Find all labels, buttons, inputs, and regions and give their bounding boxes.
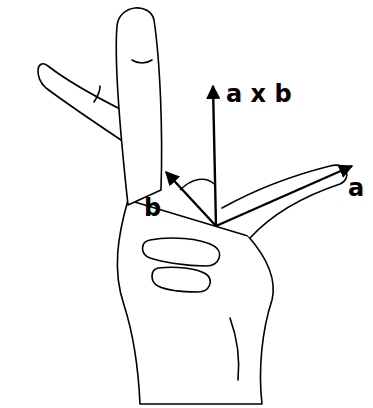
finger-crease (94, 86, 100, 102)
vector-b (166, 172, 216, 226)
palm-crease (230, 318, 239, 380)
vector-axb (213, 86, 216, 226)
vector-label: a x b (226, 82, 292, 106)
finger-crease (132, 60, 152, 63)
little-finger (152, 267, 210, 292)
rotation-arc (180, 179, 214, 190)
vector-label: b (144, 196, 161, 220)
index-finger (116, 8, 161, 205)
middle-finger (38, 64, 126, 142)
ring-finger (143, 238, 220, 266)
vector-a (216, 166, 352, 226)
vector-label: a (348, 176, 364, 200)
